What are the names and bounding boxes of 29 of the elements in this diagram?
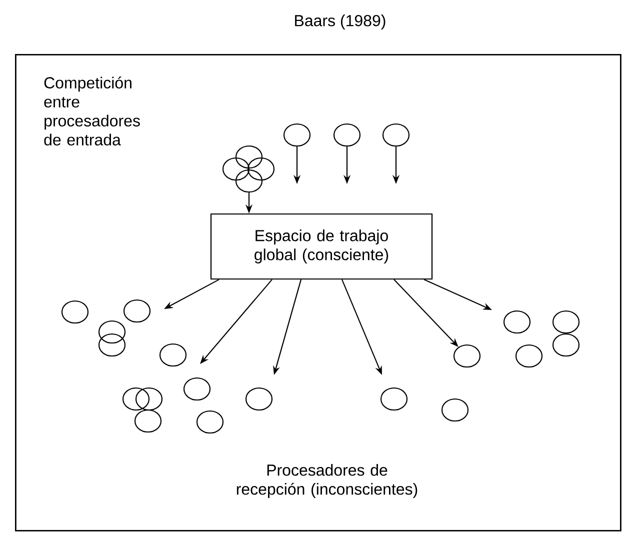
circle xyxy=(135,387,163,411)
circle xyxy=(382,123,410,147)
circle xyxy=(196,410,224,434)
circle xyxy=(380,387,408,411)
circle xyxy=(552,310,580,334)
circle xyxy=(453,344,481,368)
caption-text: Procesadores de recepción (inconscientes) xyxy=(236,464,418,498)
circle xyxy=(503,310,531,334)
circle xyxy=(134,409,162,433)
circle xyxy=(247,157,275,181)
circle xyxy=(123,299,151,323)
circle xyxy=(61,300,89,324)
circle xyxy=(552,333,580,357)
circle xyxy=(235,145,263,169)
title: Baars (1989) xyxy=(295,14,386,30)
circle xyxy=(245,387,273,411)
circle xyxy=(222,157,250,181)
circle xyxy=(515,344,543,368)
circle xyxy=(235,169,263,193)
process-box: Espacio de trabajo global (consciente) xyxy=(210,213,433,280)
circle xyxy=(159,343,187,367)
circle xyxy=(122,387,150,411)
circle xyxy=(98,333,126,357)
circle xyxy=(283,123,311,147)
circle xyxy=(333,123,361,147)
circle xyxy=(441,398,469,422)
circle xyxy=(98,320,126,344)
caption-text: Competición entre procesadores de entrada xyxy=(44,76,140,146)
circle xyxy=(183,377,211,401)
